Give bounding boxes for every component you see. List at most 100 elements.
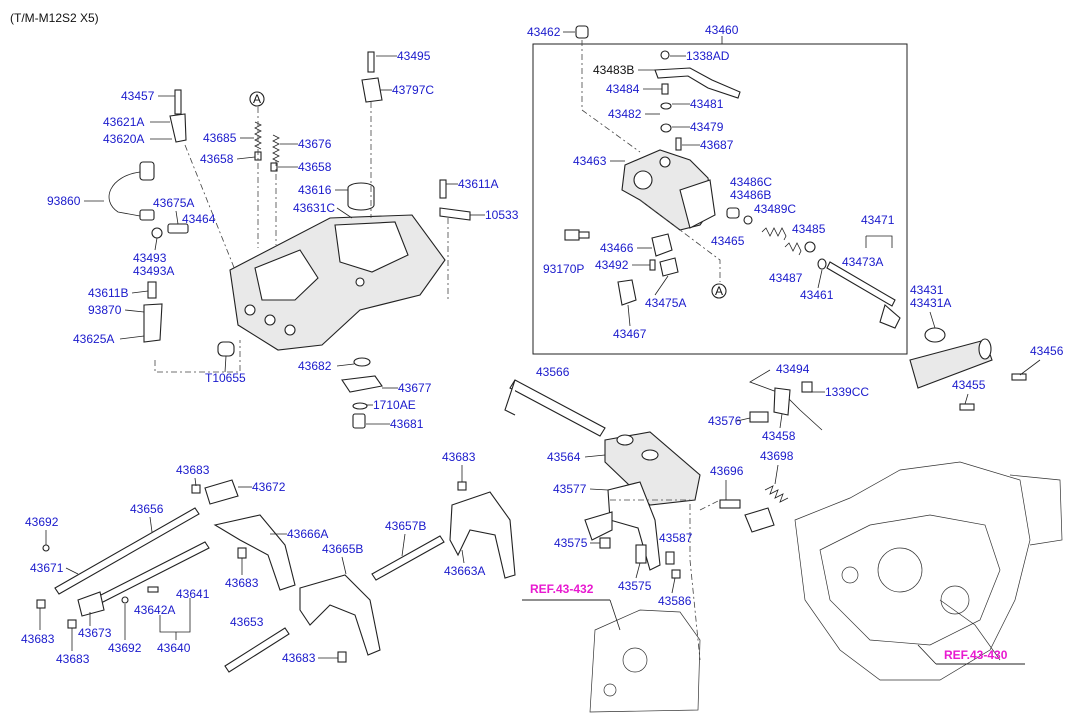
bolt-icon	[959, 403, 975, 411]
part-labels: 43462 43460 1338AD 43483B 43484 43481 43…	[21, 23, 1064, 666]
nut-icon	[804, 241, 816, 253]
o-ring-icon	[660, 102, 672, 110]
label-43692-a: 43692	[25, 515, 59, 529]
subassembly-box	[532, 43, 908, 355]
label-43460: 43460	[705, 23, 739, 37]
bolt-icon	[457, 481, 467, 491]
label-43464: 43464	[182, 212, 216, 226]
label-43487: 43487	[769, 271, 803, 285]
label-43492: 43492	[595, 258, 629, 272]
label-43564: 43564	[547, 450, 581, 464]
bolt-icon	[174, 89, 182, 115]
bolt-icon	[237, 547, 247, 559]
label-43471: 43471	[861, 213, 895, 227]
select-lever-icon	[617, 279, 637, 306]
label-93870: 93870	[88, 303, 122, 317]
label-43683-c-top: 43683	[442, 450, 476, 464]
lever-plate-icon	[341, 375, 383, 393]
label-43495: 43495	[397, 49, 431, 63]
label-43672: 43672	[252, 480, 286, 494]
label-43665B: 43665B	[322, 542, 363, 556]
shift-shaft-icon	[504, 379, 606, 437]
label-43576: 43576	[708, 414, 742, 428]
label-43473A: 43473A	[842, 255, 883, 269]
label-43611A: 43611A	[458, 177, 498, 191]
label-43692-b: 43692	[108, 641, 142, 655]
label-43493: 43493	[133, 251, 167, 265]
transmission-assembly-icon	[794, 461, 1063, 681]
label-43620A: 43620A	[103, 132, 144, 146]
label-43611B: 43611B	[88, 286, 128, 300]
label-43575-b: 43575	[618, 579, 652, 593]
label-43479: 43479	[690, 120, 724, 134]
plug-icon	[352, 413, 366, 429]
label-43431: 43431	[910, 283, 944, 297]
bolt-icon	[439, 179, 447, 199]
callout-circle	[711, 283, 727, 299]
label-43641: 43641	[176, 587, 210, 601]
label-43682: 43682	[298, 359, 332, 373]
label-10533: 10533	[485, 208, 519, 222]
label-43658-b: 43658	[298, 160, 332, 174]
label-43625A: 43625A	[73, 332, 114, 346]
label-43653: 43653	[230, 615, 264, 629]
label-43685: 43685	[203, 131, 237, 145]
label-43566: 43566	[536, 365, 570, 379]
label-93170P: 93170P	[543, 262, 584, 276]
nut-icon	[671, 569, 681, 579]
label-43465: 43465	[711, 234, 745, 248]
label-43484: 43484	[606, 82, 640, 96]
bolt-icon	[665, 551, 675, 565]
label-43483B: 43483B	[593, 63, 634, 77]
shift-block-icon	[204, 479, 239, 505]
label-43673: 43673	[78, 626, 112, 640]
label-43577: 43577	[553, 482, 587, 496]
label-43489C: 43489C	[754, 202, 796, 216]
nut-icon	[801, 381, 813, 393]
label-43481: 43481	[690, 97, 724, 111]
callout-circle	[249, 91, 265, 107]
label-43676: 43676	[298, 137, 332, 151]
pin-icon	[599, 537, 611, 549]
detent-ball-icon	[270, 162, 278, 172]
label-43431A: 43431A	[910, 296, 951, 310]
washer-icon	[817, 258, 827, 270]
label-43683-e: 43683	[282, 651, 316, 665]
label-43457: 43457	[121, 89, 155, 103]
seal-icon	[352, 402, 368, 410]
ball-icon	[121, 596, 129, 604]
pin-icon	[649, 259, 656, 271]
label-43575-a: 43575	[554, 536, 588, 550]
label-43458: 43458	[762, 429, 796, 443]
label-43587: 43587	[659, 531, 693, 545]
bolt-icon	[36, 599, 46, 609]
label-43482: 43482	[608, 107, 642, 121]
bracket-icon	[773, 387, 791, 416]
gearbox-housing-outline-icon	[589, 609, 701, 713]
label-43631C: 43631C	[293, 201, 335, 215]
bolt-icon	[367, 51, 375, 73]
label-43687: 43687	[700, 138, 734, 152]
label-43461: 43461	[800, 288, 834, 302]
bracket-icon	[143, 303, 163, 343]
bolt-icon	[749, 411, 769, 423]
label-43456: 43456	[1030, 344, 1064, 358]
label-43683-d: 43683	[56, 652, 90, 666]
label-43671: 43671	[30, 561, 64, 575]
label-93860: 93860	[47, 194, 81, 208]
assembly-guide-lines	[154, 40, 721, 661]
pin-icon	[661, 83, 669, 95]
bracket-icon	[361, 77, 383, 103]
breather-plug-icon	[575, 25, 589, 39]
label-43642A: 43642A	[134, 603, 175, 617]
label-43462: 43462	[527, 25, 561, 39]
ball-icon	[743, 215, 753, 225]
callout-A-right: A	[715, 284, 723, 298]
label-43683-c: 43683	[21, 632, 55, 646]
label-43475A: 43475A	[645, 296, 686, 310]
label-43621A: 43621A	[103, 115, 144, 129]
model-title: (T/M-M12S2 X5)	[10, 11, 99, 25]
label-43675A: 43675A	[153, 196, 194, 210]
label-43640: 43640	[157, 641, 191, 655]
